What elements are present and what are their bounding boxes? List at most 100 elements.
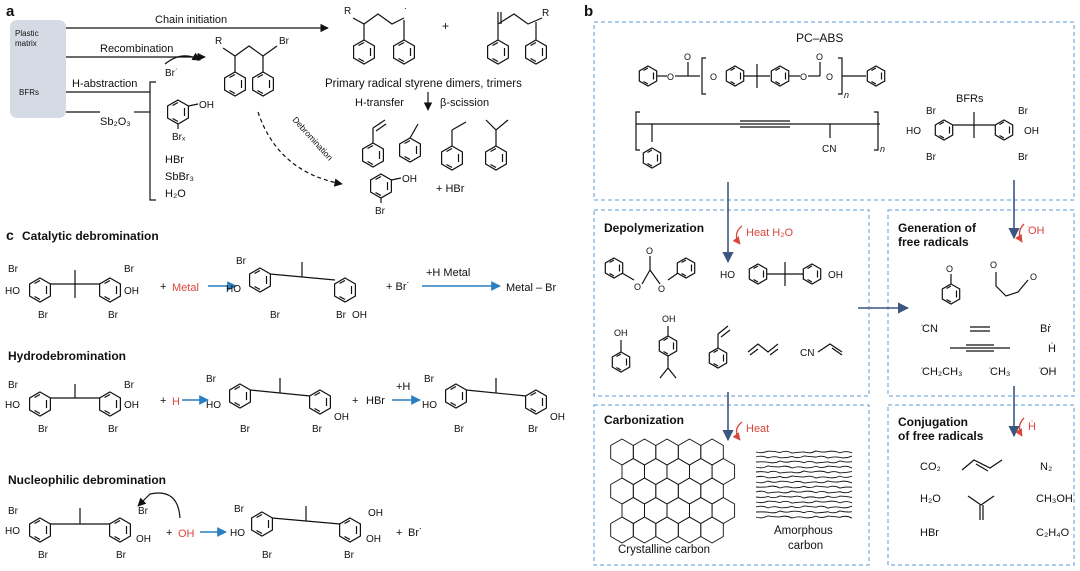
acetylene-radical: [950, 344, 1010, 352]
carbonization-title: Carbonization: [604, 413, 684, 427]
lattice-cell: [655, 477, 679, 505]
debromination-label: Debromination: [291, 115, 336, 163]
lattice-cell: [689, 457, 713, 486]
svg-text:Br: Br: [270, 310, 281, 321]
lattice-cell: [644, 457, 668, 486]
svg-text:OH: OH: [662, 314, 676, 324]
svg-text:OH: OH: [124, 400, 139, 411]
tbbpa-hydro: Br HO Br Br OH Br: [5, 380, 139, 435]
plus-catalytic: +: [160, 281, 166, 293]
br-radical-nucleo: +: [396, 527, 402, 539]
amorphous-carbon-lines: [755, 450, 853, 519]
lattice-cell: [689, 496, 713, 525]
svg-text:O: O: [946, 264, 953, 274]
styrene-dimer-alkene: R: [487, 8, 549, 65]
lattice-cell: [610, 516, 634, 544]
conj-title-1: Conjugation: [898, 415, 968, 429]
svg-text:Br: Br: [1018, 106, 1029, 117]
svg-text:OH: OH: [1024, 126, 1039, 137]
br-radical-nucleo-text: Br˙: [408, 527, 423, 539]
nucleo-title: Nucleophilic debromination: [8, 473, 166, 487]
panel-a-label: a: [6, 3, 15, 20]
lattice-cell: [711, 457, 736, 486]
svg-text:Br: Br: [926, 152, 937, 163]
svg-text:HO: HO: [206, 400, 221, 411]
styrene-dimer-radical: R ˙: [344, 6, 415, 65]
h-radical-b: Ḣ: [1048, 342, 1056, 355]
amorphous-strand: [755, 505, 853, 509]
amorphous-strand: [755, 500, 853, 504]
hbr-hydro: HBr: [366, 395, 385, 407]
svg-text:R: R: [344, 6, 351, 17]
metal-reagent: Metal: [172, 282, 199, 294]
svg-text:Br: Br: [234, 504, 245, 515]
plastic-bfr-box: [10, 20, 66, 118]
svg-text:O: O: [990, 260, 997, 270]
svg-text:O: O: [646, 246, 653, 256]
svg-text:OH: OH: [124, 286, 139, 297]
svg-text:Br: Br: [262, 550, 273, 561]
brominated-dimer: R Br: [215, 36, 290, 97]
lattice-cell: [632, 438, 657, 466]
svg-text:Br: Br: [454, 424, 465, 435]
box-matrix-text: matrix: [15, 39, 37, 48]
tbbpa-nucleo: Br HO Br Br OH Br: [5, 506, 151, 561]
oh-radical-label: ̇OH: [1027, 225, 1045, 237]
br-radical: Br˙: [165, 68, 178, 79]
amorphous-strand: [755, 480, 853, 484]
hbr-final: + HBr: [436, 183, 465, 195]
box-plastic-text: Plastic: [15, 29, 39, 38]
h-radical-label: Ḣ: [1028, 420, 1036, 433]
svg-text:Br: Br: [138, 506, 149, 517]
ethylbenzene: [441, 121, 467, 171]
lattice-cell: [711, 496, 736, 525]
br-radical-b: Bṙ: [1040, 323, 1051, 335]
bromophenol-structure: OH Brₓ: [167, 99, 214, 143]
svg-text:Br: Br: [336, 310, 347, 321]
styrene-b: [708, 325, 731, 369]
plus-nucleo: +: [166, 527, 172, 539]
beta-scission-label: β-scission: [440, 97, 489, 109]
amorphous-strand: [755, 465, 853, 469]
lattice-cell: [610, 477, 634, 505]
heat-h2o-arc: [732, 225, 743, 245]
lattice-cell: [666, 496, 690, 525]
lattice-cell: [677, 516, 702, 544]
svg-text:O: O: [816, 52, 823, 62]
primary-dimers-label: Primary radical styrene dimers, trimers: [325, 78, 522, 90]
oh-reagent: OH: [178, 528, 195, 540]
metal-br-label: Metal – Br: [506, 282, 556, 294]
lattice-cell: [700, 477, 724, 505]
panel-b: b PC–ABS O O O O O O: [584, 3, 1075, 566]
feedstock-box: [593, 21, 1075, 201]
svg-text:Brₓ: Brₓ: [172, 132, 186, 143]
svg-text:Br: Br: [206, 374, 217, 385]
lattice-cell: [644, 496, 668, 525]
amorphous-strand: [755, 460, 853, 464]
abs-structure: n CN: [635, 111, 885, 169]
svg-text:HO: HO: [5, 526, 20, 537]
panel-b-label: b: [584, 3, 593, 20]
crystalline-lattice: [610, 438, 736, 544]
svg-text:OH: OH: [402, 174, 417, 185]
butadiene: [747, 343, 779, 356]
svg-text:Br: Br: [8, 264, 19, 275]
amorphous-strand: [755, 485, 853, 489]
svg-text:Br: Br: [124, 380, 135, 391]
lattice-cell: [655, 438, 679, 466]
br-radical-catalytic: + Br˙: [386, 281, 410, 293]
svg-text:R: R: [215, 36, 222, 47]
hbr-b-product: HBr: [920, 527, 939, 539]
tribromo-product: Br HO Br OH Br: [226, 256, 367, 321]
pc-structure: O O O O O O n: [638, 52, 886, 100]
svg-text:Br: Br: [124, 264, 135, 275]
svg-text:HO: HO: [720, 270, 735, 281]
svg-text:n: n: [844, 90, 849, 100]
svg-text:Br: Br: [236, 256, 247, 267]
amorphous-label-1: Amorphous: [774, 525, 833, 537]
svg-text:OH: OH: [550, 412, 565, 423]
n2-product: N₂: [1040, 461, 1052, 473]
hbr-product: HBr: [165, 154, 184, 166]
svg-text:HO: HO: [5, 286, 20, 297]
dienal-radical: O O: [990, 260, 1037, 297]
